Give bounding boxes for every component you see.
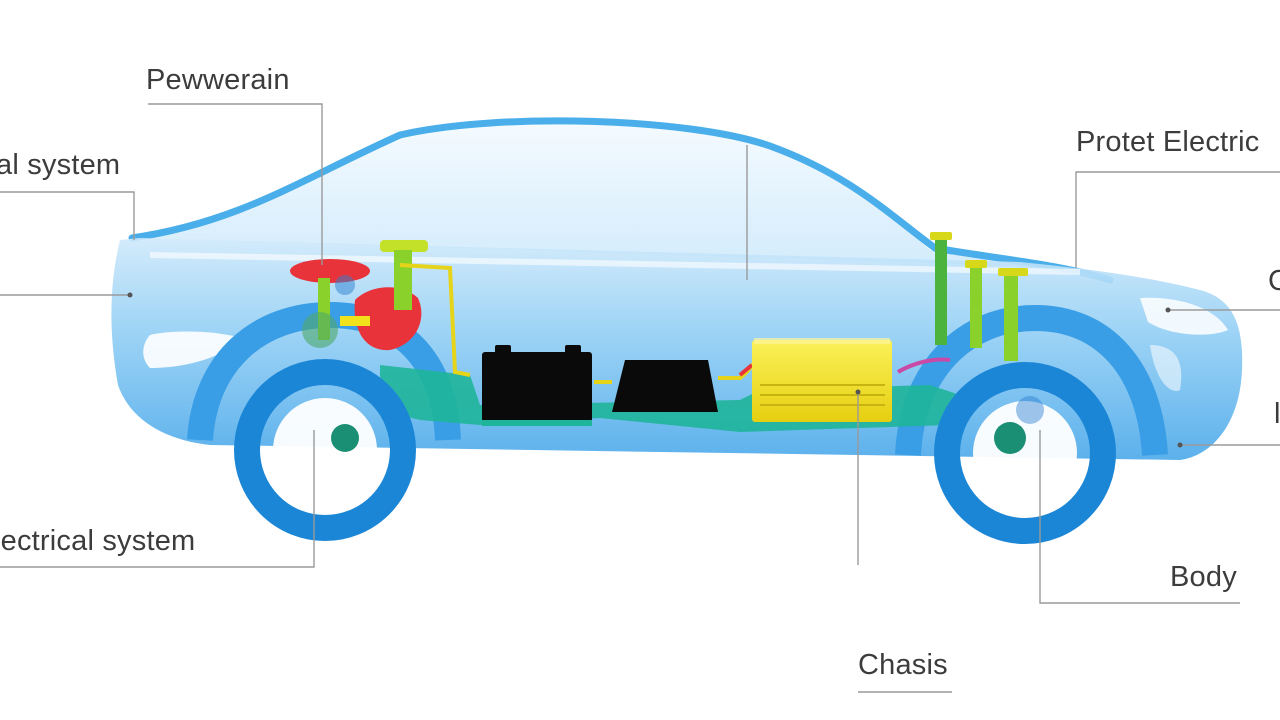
inverter-unit <box>752 338 892 422</box>
belt-highlight <box>149 252 1081 275</box>
headlight <box>143 331 240 368</box>
label-body: Body <box>1170 561 1237 593</box>
anchor-dot-left-mid <box>127 292 133 298</box>
roof-line <box>128 117 1114 284</box>
cabin-glass <box>140 119 1080 269</box>
taillight <box>1140 297 1228 335</box>
leader-electrical-bottom <box>0 430 315 568</box>
front-wheel <box>234 359 416 541</box>
front-motor-assembly <box>290 240 471 377</box>
leader-body <box>1039 430 1240 604</box>
leader-protect-electric <box>1075 171 1280 268</box>
rear-bumper-highlight <box>1150 345 1182 391</box>
leader-lines <box>0 103 1280 693</box>
label-electrical-system-top: al system <box>0 149 121 181</box>
battery-pack-right <box>612 360 718 412</box>
label-right-low: l <box>1274 398 1280 430</box>
anchor-dot-right-low <box>1177 442 1183 448</box>
label-right-mid: C <box>1268 265 1280 297</box>
hv-cable-red <box>738 363 754 377</box>
label-electrical-system-bottom: lectrical system <box>0 525 196 557</box>
anchor-dot-chassis <box>855 389 861 395</box>
label-powertrain: Pewwerain <box>146 64 290 96</box>
leader-powertrain <box>148 103 323 265</box>
rear-suspension <box>896 232 1044 424</box>
leader-electrical-top <box>0 191 135 240</box>
label-chassis: Chasis <box>858 649 948 681</box>
anchor-dot-right-mid <box>1165 307 1171 313</box>
battery-pack-left <box>482 345 592 426</box>
rear-wheel <box>934 362 1116 544</box>
label-protect-electric: Protet Electric <box>1076 126 1260 158</box>
